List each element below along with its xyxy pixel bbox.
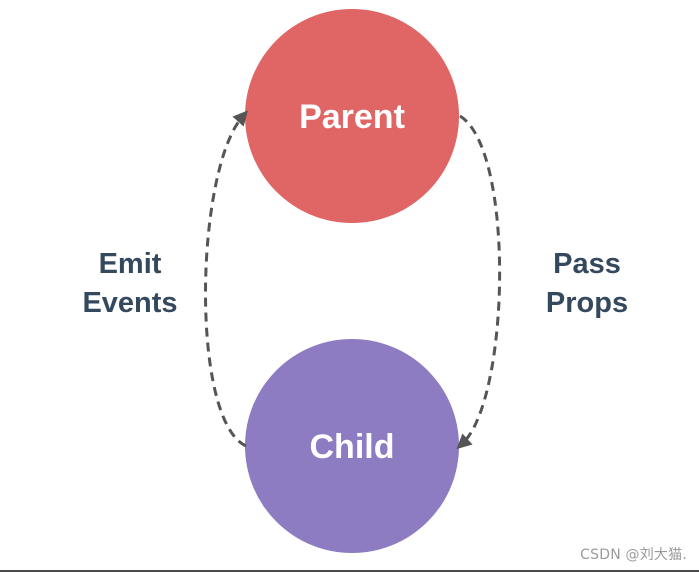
watermark: CSDN @刘大猫.	[580, 547, 687, 563]
child-label: Child	[310, 428, 395, 466]
child-circle	[245, 339, 459, 553]
parent-label: Parent	[299, 98, 405, 136]
parent-node: Parent	[245, 9, 459, 223]
child-node: Child	[245, 339, 459, 553]
bottom-border	[0, 570, 699, 572]
emit-label-line2: Events	[82, 287, 177, 319]
pass-label-line2: Props	[546, 287, 628, 319]
pass-props-arrow	[456, 114, 502, 450]
pass-props-label: Pass Props	[546, 248, 628, 319]
parent-circle	[245, 9, 459, 223]
emit-label-line1: Emit	[99, 248, 162, 280]
emit-events-arrow	[204, 110, 248, 448]
emit-events-label: Emit Events	[82, 248, 177, 319]
pass-label-line1: Pass	[553, 248, 621, 280]
